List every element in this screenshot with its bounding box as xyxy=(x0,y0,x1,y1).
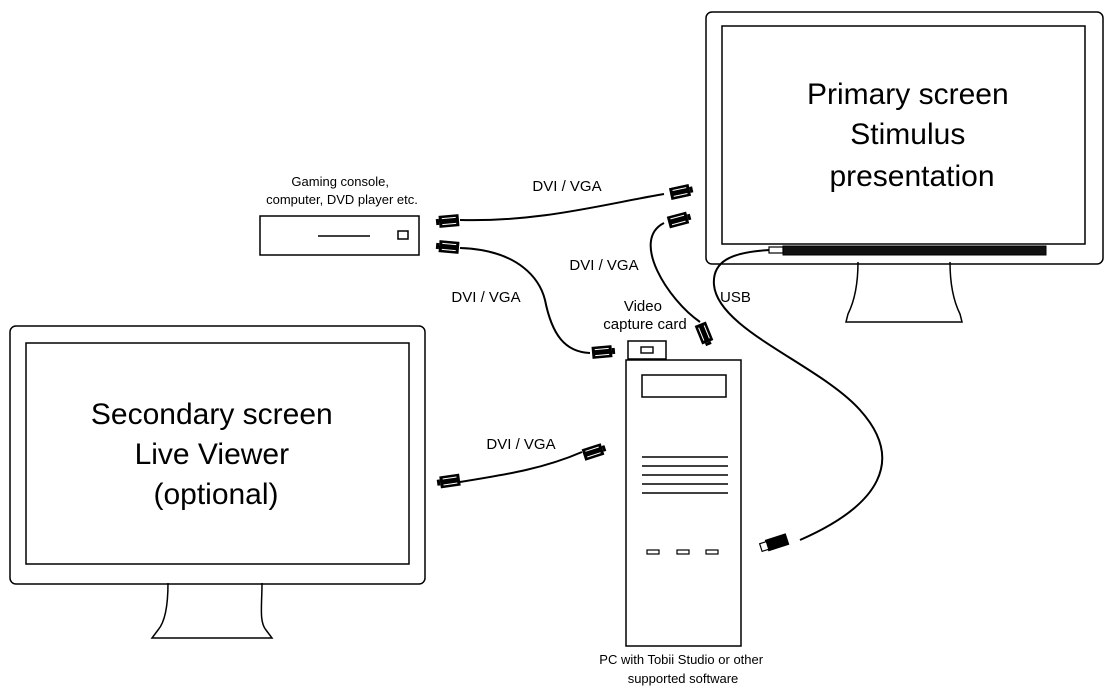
pc-drive-bay xyxy=(641,374,727,398)
cable-label-usb: USB xyxy=(720,289,751,306)
usb-plug-icon xyxy=(768,246,784,254)
primary-monitor: Primary screen Stimulus presentation xyxy=(705,11,1104,323)
pc-port xyxy=(646,549,660,555)
cable-source-to-primary xyxy=(459,193,665,222)
source-device: Gaming console, computer, DVD player etc… xyxy=(259,174,420,256)
cable-usb xyxy=(712,249,884,541)
secondary-monitor: Secondary screen Live Viewer (optional) xyxy=(9,325,426,639)
capture-card-box xyxy=(627,340,667,360)
dvi-plug-icon xyxy=(581,443,607,461)
cable-label-source-to-capture: DVI / VGA xyxy=(451,289,520,306)
capture-card-label: Video capture card xyxy=(603,298,686,333)
dvi-plug-icon xyxy=(435,240,460,254)
primary-monitor-stand xyxy=(845,261,963,323)
secondary-monitor-stand xyxy=(150,582,274,639)
primary-screen-label: Primary screen Stimulus presentation xyxy=(807,78,1017,193)
cable-pc-to-secondary xyxy=(459,451,583,483)
cable-label-pc-to-secondary: DVI / VGA xyxy=(486,436,555,453)
pc-port xyxy=(705,549,719,555)
secondary-monitor-bezel xyxy=(9,325,426,585)
primary-monitor-screen xyxy=(721,25,1086,245)
cable-pc-to-primary xyxy=(649,222,701,323)
secondary-screen-label: Secondary screen Live Viewer (optional) xyxy=(91,398,341,511)
video-capture-card: Video capture card xyxy=(603,298,687,360)
pc-label: PC with Tobii Studio or other supported … xyxy=(599,652,766,686)
source-device-label: Gaming console, computer, DVD player etc… xyxy=(266,174,418,207)
cable-source-to-capture xyxy=(459,247,591,354)
dvi-plug-icon xyxy=(694,321,714,347)
dvi-plug-icon xyxy=(436,473,461,489)
pc-port xyxy=(676,549,690,555)
cable-label-source-to-primary: DVI / VGA xyxy=(532,178,601,195)
dvi-plug-icon xyxy=(666,211,692,229)
primary-monitor-bezel xyxy=(705,11,1104,265)
dvi-plug-icon xyxy=(591,345,616,359)
capture-card-port xyxy=(640,346,654,354)
cable-label-pc-to-primary: DVI / VGA xyxy=(569,257,638,274)
secondary-monitor-screen xyxy=(25,342,410,565)
pc-tower: PC with Tobii Studio or other supported … xyxy=(599,359,766,686)
usb-plug-icon xyxy=(758,533,790,553)
pc-tower-case xyxy=(625,359,742,647)
connectors xyxy=(435,184,790,553)
source-device-box xyxy=(259,215,420,256)
eye-tracker-bar xyxy=(782,245,1047,256)
cables xyxy=(459,193,884,541)
dvi-plug-icon xyxy=(668,184,694,200)
dvi-plug-icon xyxy=(435,214,460,228)
source-device-button xyxy=(397,230,409,240)
